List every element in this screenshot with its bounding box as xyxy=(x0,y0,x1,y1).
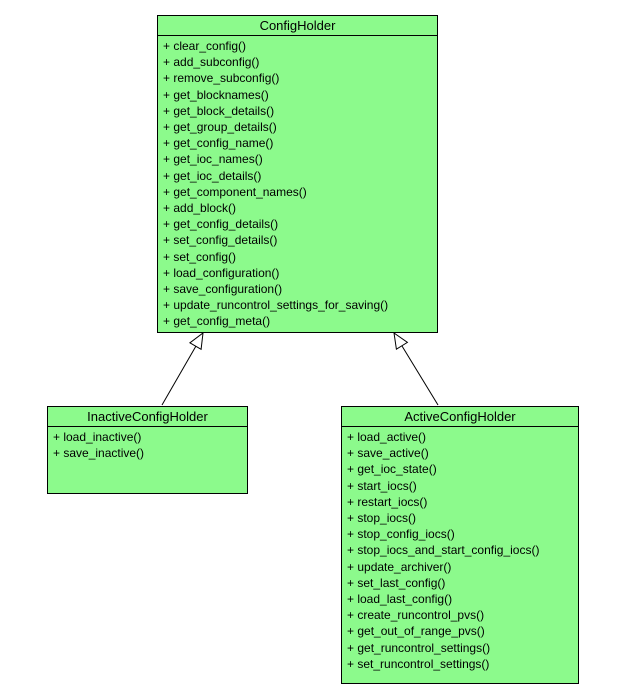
method-item: + get_ioc_state() xyxy=(347,462,437,477)
method-item: + get_group_details() xyxy=(163,120,277,135)
method-item: + get_ioc_names() xyxy=(163,152,263,167)
method-item: + update_runcontrol_settings_for_saving(… xyxy=(163,298,389,313)
method-item: + get_config_name() xyxy=(163,136,274,151)
method-list: + clear_config() + add_subconfig()+ remov… xyxy=(158,36,437,330)
method-item: + set_last_config() xyxy=(347,575,446,590)
method-item: + get_runcontrol_settings() xyxy=(347,640,491,655)
method-item: + get_out_of_range_pvs() xyxy=(347,624,485,639)
generalization-arrow-active-to-configholder xyxy=(393,331,439,406)
method-item: + save_inactive() xyxy=(53,446,145,461)
method-item: + save_configuration() xyxy=(163,282,283,297)
method-item: + load_active() xyxy=(347,430,427,444)
method-item: + get_component_names() xyxy=(163,184,307,199)
method-item: + stop_iocs() xyxy=(347,511,417,526)
method-item: + save_active() xyxy=(347,446,429,461)
method-item: + stop_config_iocs() xyxy=(347,527,455,542)
method-item: + add_subconfig() xyxy=(163,55,260,70)
method-item: + restart_iocs() xyxy=(347,494,428,509)
method-item: + add_block() xyxy=(163,201,237,216)
method-item: + set_config_details() xyxy=(163,233,278,248)
method-item: + load_last_config() xyxy=(347,592,453,607)
method-item: + update_archiver() xyxy=(347,559,452,574)
method-item: + get_blocknames() xyxy=(163,87,269,102)
class-name: InactiveConfigHolder xyxy=(48,407,247,427)
class-name: ConfigHolder xyxy=(158,16,437,36)
method-item: + stop_iocs_and_start_config_iocs() xyxy=(347,543,540,558)
method-item: + set_runcontrol_settings() xyxy=(347,656,490,671)
method-item: + create_runcontrol_pvs() xyxy=(347,608,485,623)
class-box-activeconfigholder: ActiveConfigHolder + load_active() + save… xyxy=(341,406,579,684)
class-name: ActiveConfigHolder xyxy=(342,407,578,427)
class-box-configholder: ConfigHolder + clear_config() + add_subco… xyxy=(157,15,438,333)
method-list: + load_active() + save_active()+ get_ioc_… xyxy=(342,427,578,672)
method-item: + get_block_details() xyxy=(163,103,275,118)
method-list: + load_inactive() + save_inactive() xyxy=(48,427,247,461)
method-item: + set_config() xyxy=(163,249,237,264)
method-item: + start_iocs() xyxy=(347,478,417,493)
method-item: + remove_subconfig() xyxy=(163,71,280,86)
class-box-inactiveconfigholder: InactiveConfigHolder + load_inactive()+ … xyxy=(47,406,248,494)
method-item: + get_config_meta() xyxy=(163,314,271,329)
method-item: + get_ioc_details() xyxy=(163,168,262,183)
method-item: + clear_config() xyxy=(163,39,247,53)
method-item: + load_configuration() xyxy=(163,265,280,280)
method-item: + get_config_details() xyxy=(163,217,279,232)
method-item: + load_inactive() xyxy=(53,430,142,444)
generalization-arrow-inactive-to-configholder xyxy=(161,331,204,406)
